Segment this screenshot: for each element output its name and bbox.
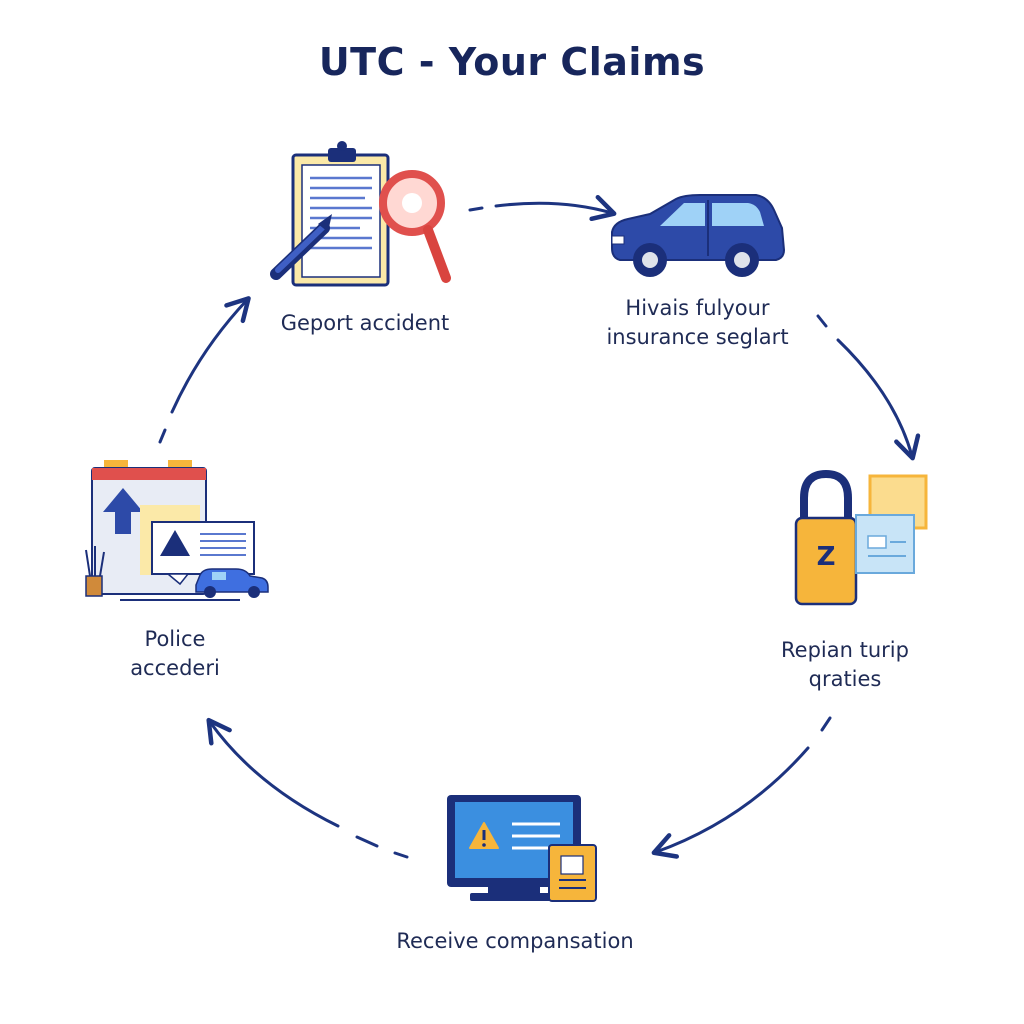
- step-label-report-accident: Geport accident: [250, 309, 480, 338]
- step-label-line: Hivais fulyour: [625, 296, 770, 320]
- arrow-repair-to-receive: [651, 746, 810, 859]
- arrow-receive-to-police-dash: [393, 851, 409, 859]
- step-label-line: qraties: [808, 667, 882, 691]
- step-label-line: insurance seglart: [606, 325, 789, 349]
- step-label-notify-insurer: Hivais fulyour insurance seglart: [575, 294, 820, 352]
- arrow-notify-to-repair-dash: [816, 314, 828, 328]
- cycle-arrows: [158, 194, 921, 859]
- padlock-letter: Z: [817, 542, 836, 572]
- step-label-repair: Repian turip qraties: [745, 636, 945, 694]
- arrow-notify-to-repair: [836, 338, 921, 461]
- arrow-report-to-notify: [468, 206, 484, 212]
- arrow-receive-to-police-dash2: [355, 835, 379, 848]
- computer-monitor-icon: [447, 795, 597, 902]
- step-label-line: Geport accident: [280, 311, 450, 335]
- padlock-card-icon: Z: [794, 469, 928, 606]
- arrow-report-to-notify-main: [494, 194, 617, 222]
- arrow-police-to-report-dash: [158, 428, 167, 444]
- report-clipboard-magnifier-icon: [270, 141, 451, 287]
- car-icon: [611, 194, 786, 277]
- step-label-line: Police: [144, 627, 206, 651]
- step-label-police: Police accederi: [80, 625, 270, 683]
- arrow-police-to-report: [170, 296, 251, 414]
- arrow-receive-to-police: [206, 717, 340, 828]
- step-label-line: Repian turip: [781, 638, 909, 662]
- arrow-repair-to-receive-dash: [820, 716, 832, 732]
- step-label-receive-compensation: Receive compansation: [355, 927, 675, 956]
- step-label-line: Receive compansation: [396, 929, 634, 953]
- police-report-icon: [85, 460, 269, 601]
- step-label-line: accederi: [130, 656, 220, 680]
- diagram-title: UTC - Your Claims: [318, 40, 706, 84]
